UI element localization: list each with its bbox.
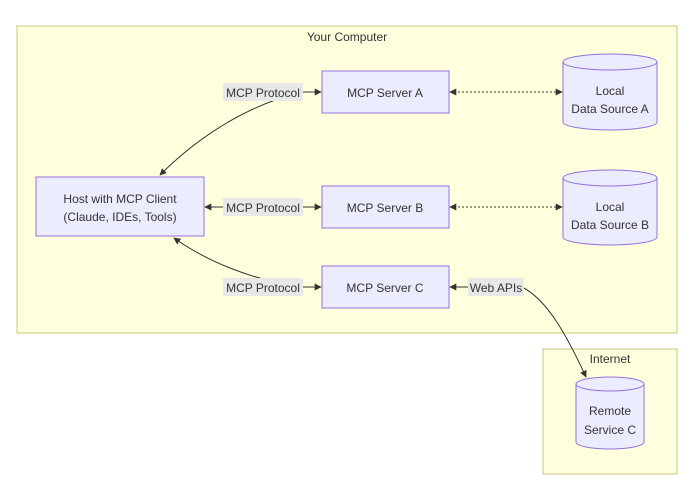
node-server-a[interactable]: MCP Server A — [321, 70, 450, 114]
edge-label-bg-web — [468, 278, 524, 296]
node-server-b[interactable]: MCP Server B — [321, 185, 450, 229]
node-server-c-label: MCP Server C — [346, 281, 423, 295]
edge-label-host-server-a: MCP Protocol — [226, 86, 300, 100]
edge-label-bg-b — [223, 198, 303, 216]
node-server-c[interactable]: MCP Server C — [321, 265, 450, 309]
node-host[interactable]: Host with MCP Client (Claude, IDEs, Tool… — [35, 176, 205, 237]
node-data-source-b-line1: Local — [596, 200, 625, 214]
node-data-source-a-line2: Data Source A — [571, 102, 648, 116]
node-remote-service-c[interactable]: Remote Service C — [575, 376, 645, 450]
node-remote-service-c-line2: Service C — [584, 423, 636, 437]
group-internet-label: Internet — [590, 352, 631, 366]
edge-label-bg-a — [223, 83, 303, 101]
edge-label-host-server-b: MCP Protocol — [226, 201, 300, 215]
node-host-line1: Host with MCP Client — [63, 192, 177, 206]
node-remote-service-c-line1: Remote — [589, 404, 631, 418]
node-data-source-a-line1: Local — [596, 84, 625, 98]
group-your-computer-label: Your Computer — [307, 30, 387, 44]
node-data-source-b-line2: Data Source B — [571, 218, 649, 232]
edge-label-host-server-c: MCP Protocol — [226, 281, 300, 295]
edge-label-server-c-remote: Web APIs — [470, 281, 522, 295]
node-server-b-label: MCP Server B — [347, 201, 423, 215]
node-host-line2: (Claude, IDEs, Tools) — [63, 210, 176, 224]
node-server-a-label: MCP Server A — [347, 86, 423, 100]
node-data-source-a[interactable]: Local Data Source A — [562, 53, 658, 131]
edge-label-bg-c — [223, 278, 303, 296]
node-data-source-b[interactable]: Local Data Source B — [562, 169, 658, 246]
